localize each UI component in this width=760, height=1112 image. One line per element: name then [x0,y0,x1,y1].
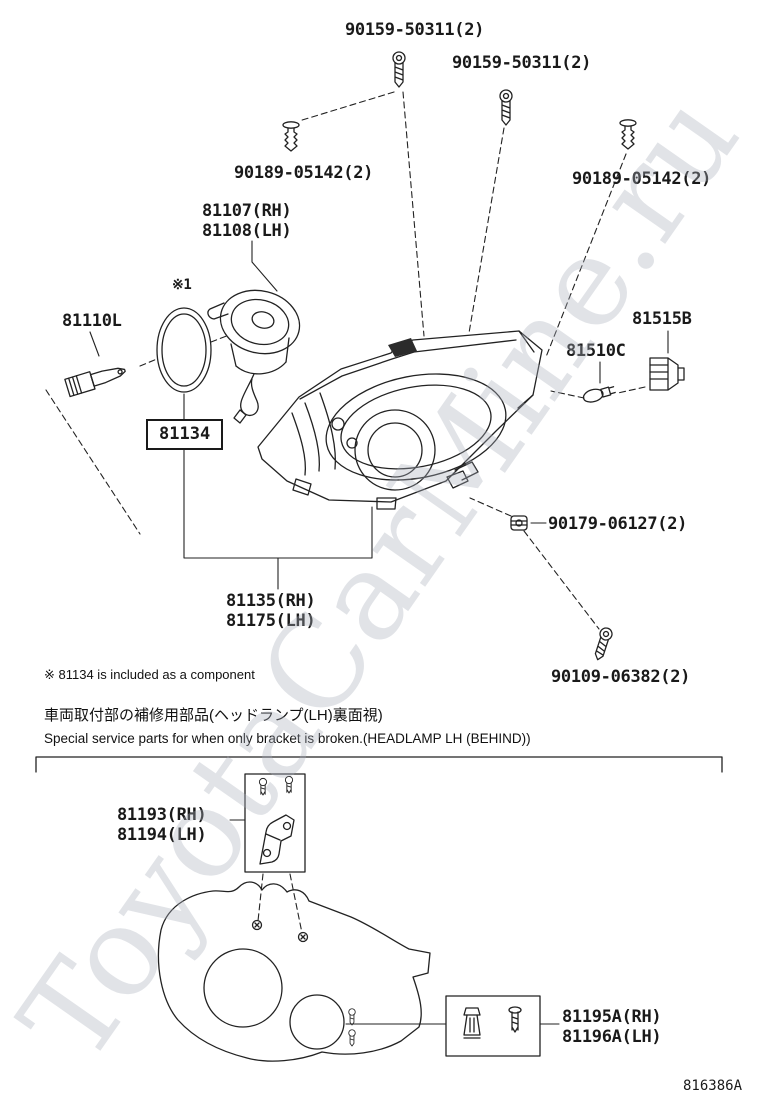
part-label-headlamp: 81135(RH) 81175(LH) [226,591,316,632]
part-label-bulb-small: 81510C [566,341,626,361]
service-note-jp: 車両取付部の補修用部品(ヘッドランプ(LH)裏面視) [44,707,383,724]
part-label-clip-left: 90189-05142(2) [234,163,374,183]
rear-screw-1-icon [251,919,263,931]
leader-lines-solid [89,240,669,1025]
bulb-drawing [64,367,126,398]
screw-lower-icon [594,627,613,661]
part-label-igniter-lh: 81108(LH) [202,221,292,242]
clip-left-icon [282,121,300,152]
part-label-nut: 90179-06127(2) [548,514,688,534]
socket-drawing [649,357,685,391]
part-label-headlamp-lh: 81175(LH) [226,611,316,632]
part-label-repair-lh: 81196A(LH) [562,1027,662,1048]
doc-number: 816386A [683,1078,743,1094]
bolt-top-right-icon [499,89,513,126]
bolt-top-left-icon [392,51,406,88]
part-label-clip-right: 90189-05142(2) [572,169,712,189]
part-label-bracket-rh: 81193(RH) [117,805,207,825]
repair-parts-box [445,995,541,1057]
part-label-gasket-boxed: 81134 [146,419,224,450]
bracket-screw-1-icon [258,777,268,796]
part-label-headlamp-rh: 81135(RH) [226,591,316,611]
rear-screw-2-icon [297,931,309,943]
part-label-screw-top-left: 90159-50311(2) [345,20,485,40]
tiny-fastener-1-icon [348,1008,356,1026]
gasket-ring-drawing [156,307,212,393]
footnote: ※ 81134 is included as a component [44,667,255,682]
part-label-socket: 81515B [632,309,692,329]
small-bulb-drawing [582,386,616,403]
part-label-bracket: 81193(RH) 81194(LH) [117,805,207,846]
service-note-en: Special service parts for when only brac… [44,731,531,746]
leader-lines-dashed [45,91,646,934]
bracket-drawing [259,814,295,865]
ref-marker: ※1 [172,277,192,293]
part-label-repair-rh: 81195A(RH) [562,1007,662,1027]
headlamp-rear-drawing [157,881,431,1062]
headlamp-assembly-drawing [257,330,543,510]
tiny-fastener-2-icon [348,1029,356,1047]
service-section-frame [35,756,723,773]
nut-icon [510,515,528,531]
bracket-parts-box [244,773,306,873]
part-label-repair: 81195A(RH) 81196A(LH) [562,1007,662,1048]
grommet-icon [463,1007,481,1039]
repair-screw-icon [508,1006,522,1033]
part-label-screw-lower: 90109-06382(2) [551,667,691,687]
clip-right-icon [619,119,637,150]
part-label-bulb: 81110L [62,311,122,331]
part-label-igniter-rh: 81107(RH) [202,201,292,221]
part-label-bracket-lh: 81194(LH) [117,825,207,846]
part-label-screw-top-right: 90159-50311(2) [452,53,592,73]
igniter-drawing [207,289,301,424]
part-label-igniter: 81107(RH) 81108(LH) [202,201,292,242]
bracket-screw-2-icon [284,775,294,794]
